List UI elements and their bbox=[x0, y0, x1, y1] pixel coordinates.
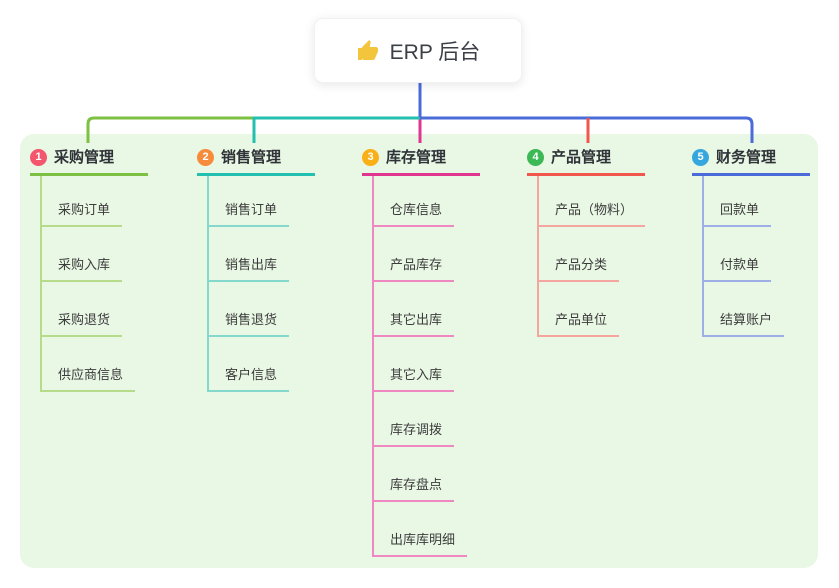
sub-item[interactable]: 仓库信息 bbox=[374, 176, 455, 227]
sub-item[interactable]: 销售出库 bbox=[209, 227, 290, 282]
branch-number-badge: 5 bbox=[692, 149, 709, 166]
sub-item-label: 其它入库 bbox=[390, 367, 443, 382]
sub-item[interactable]: 采购入库 bbox=[42, 227, 123, 282]
branch-number-badge: 4 bbox=[527, 149, 544, 166]
branch-items: 回款单付款单结算账户 bbox=[702, 176, 839, 337]
sub-item[interactable]: 结算账户 bbox=[704, 282, 785, 337]
sub-item[interactable]: 销售退货 bbox=[209, 282, 290, 337]
mindmap-panel bbox=[20, 134, 818, 568]
sub-item-label: 回款单 bbox=[720, 202, 760, 217]
branch-title-label: 产品管理 bbox=[551, 149, 612, 166]
sub-item[interactable]: 库存调拨 bbox=[374, 392, 455, 447]
branch-title-label: 采购管理 bbox=[54, 149, 115, 166]
branch-title-purchase[interactable]: 1 采购管理 bbox=[30, 148, 148, 176]
sub-item[interactable]: 产品（物料） bbox=[539, 176, 646, 227]
branch-sales: 2 销售管理 销售订单销售出库销售退货客户信息 bbox=[197, 148, 362, 392]
sub-item[interactable]: 其它入库 bbox=[374, 337, 455, 392]
sub-item[interactable]: 客户信息 bbox=[209, 337, 290, 392]
sub-item[interactable]: 产品分类 bbox=[539, 227, 620, 282]
sub-item-label: 其它出库 bbox=[390, 312, 443, 327]
branch-title-sales[interactable]: 2 销售管理 bbox=[197, 148, 315, 176]
sub-item[interactable]: 出库库明细 bbox=[374, 502, 468, 557]
sub-item-label: 产品分类 bbox=[555, 257, 608, 272]
root-node[interactable]: ERP 后台 bbox=[314, 18, 522, 83]
sub-item[interactable]: 付款单 bbox=[704, 227, 772, 282]
sub-item-label: 产品（物料） bbox=[555, 202, 634, 217]
sub-item-label: 出库库明细 bbox=[390, 532, 456, 547]
sub-item[interactable]: 其它出库 bbox=[374, 282, 455, 337]
sub-item[interactable]: 采购退货 bbox=[42, 282, 123, 337]
sub-item[interactable]: 库存盘点 bbox=[374, 447, 455, 502]
sub-item-label: 销售出库 bbox=[225, 257, 278, 272]
branch-finance: 5 财务管理 回款单付款单结算账户 bbox=[692, 148, 839, 337]
branch-items: 产品（物料） 产品分类产品单位 bbox=[537, 176, 692, 337]
branch-items: 采购订单采购入库采购退货供应商信息 bbox=[40, 176, 195, 392]
root-title: ERP 后台 bbox=[389, 40, 481, 64]
sub-item-label: 采购订单 bbox=[58, 202, 111, 217]
sub-item-label: 库存调拨 bbox=[390, 422, 443, 437]
branch-title-label: 库存管理 bbox=[386, 149, 447, 166]
branch-number-badge: 2 bbox=[197, 149, 214, 166]
branch-title-label: 财务管理 bbox=[716, 149, 777, 166]
branch-number-badge: 1 bbox=[30, 149, 47, 166]
branch-items: 销售订单销售出库销售退货客户信息 bbox=[207, 176, 362, 392]
branch-title-product[interactable]: 4 产品管理 bbox=[527, 148, 645, 176]
branch-number-badge: 3 bbox=[362, 149, 379, 166]
sub-item[interactable]: 回款单 bbox=[704, 176, 772, 227]
sub-item-label: 销售退货 bbox=[225, 312, 278, 327]
sub-item-label: 库存盘点 bbox=[390, 477, 443, 492]
branch-title-inventory[interactable]: 3 库存管理 bbox=[362, 148, 480, 176]
sub-item-label: 客户信息 bbox=[225, 367, 278, 382]
sub-item[interactable]: 供应商信息 bbox=[42, 337, 136, 392]
branch-title-finance[interactable]: 5 财务管理 bbox=[692, 148, 810, 176]
branch-title-label: 销售管理 bbox=[221, 149, 282, 166]
sub-item[interactable]: 采购订单 bbox=[42, 176, 123, 227]
sub-item-label: 采购退货 bbox=[58, 312, 111, 327]
sub-item-label: 产品库存 bbox=[390, 257, 443, 272]
branch-inventory: 3 库存管理 仓库信息产品库存其它出库其它入库库存调拨库存盘点出库库明细 bbox=[362, 148, 527, 557]
sub-item-label: 产品单位 bbox=[555, 312, 608, 327]
branch-items: 仓库信息产品库存其它出库其它入库库存调拨库存盘点出库库明细 bbox=[372, 176, 527, 557]
sub-item-label: 供应商信息 bbox=[58, 367, 124, 382]
branch-product: 4 产品管理 产品（物料） 产品分类产品单位 bbox=[527, 148, 692, 337]
sub-item[interactable]: 产品库存 bbox=[374, 227, 455, 282]
thumbs-up-icon bbox=[357, 39, 378, 60]
sub-item-label: 结算账户 bbox=[720, 312, 773, 327]
sub-item[interactable]: 销售订单 bbox=[209, 176, 290, 227]
sub-item-label: 销售订单 bbox=[225, 202, 278, 217]
sub-item[interactable]: 产品单位 bbox=[539, 282, 620, 337]
branch-purchase: 1 采购管理 采购订单采购入库采购退货供应商信息 bbox=[30, 148, 195, 392]
sub-item-label: 付款单 bbox=[720, 257, 760, 272]
sub-item-label: 采购入库 bbox=[58, 257, 111, 272]
sub-item-label: 仓库信息 bbox=[390, 202, 443, 217]
